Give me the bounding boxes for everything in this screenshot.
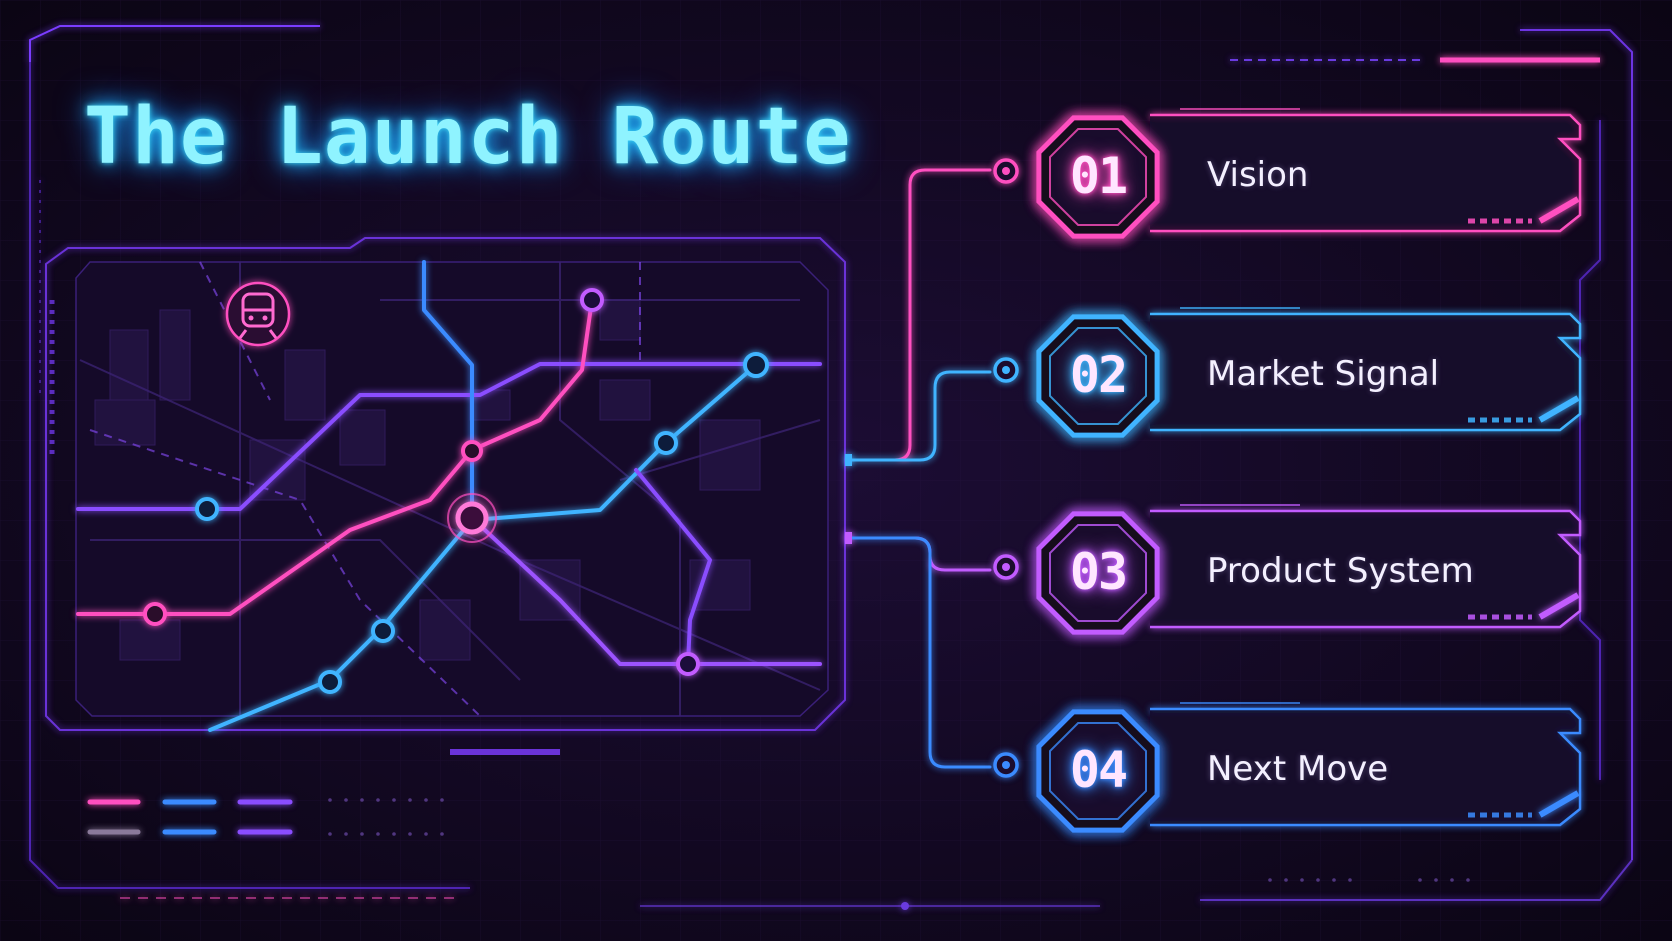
- connector-04: [848, 536, 992, 769]
- steps-layer: [993, 108, 1582, 833]
- step-label-03: Product System: [1207, 551, 1474, 591]
- step-number-03: 03: [1069, 543, 1128, 601]
- step-number-01: 01: [1069, 147, 1128, 205]
- step-node-core-01: [1002, 167, 1010, 175]
- map-panel-outer-frame: [45, 237, 846, 731]
- station-east: [654, 431, 678, 455]
- step-panel-01: [1150, 113, 1582, 233]
- line-violet-branch: [634, 468, 712, 666]
- station-northeast: [743, 352, 769, 378]
- step-panel-corner-02: [1538, 395, 1580, 423]
- step-panel-03: [1150, 509, 1582, 629]
- hud-frame: [29, 25, 1633, 910]
- step-card-03: [993, 504, 1582, 635]
- step-label-01: Vision: [1207, 155, 1309, 195]
- station-southwest: [143, 602, 167, 626]
- step-number-04: 04: [1069, 741, 1128, 799]
- connector-02: [848, 370, 992, 462]
- step-panel-corner-03: [1538, 592, 1580, 620]
- step-label-04: Next Move: [1207, 749, 1389, 789]
- map-panel: [45, 237, 846, 755]
- step-label-02: Market Signal: [1207, 354, 1440, 394]
- step-panel-02: [1150, 312, 1582, 432]
- stations: [143, 288, 769, 694]
- station-south-1: [371, 619, 395, 643]
- line-violet-southeast: [470, 516, 822, 666]
- station-hub-ring: [447, 493, 497, 543]
- step-node-core-02: [1002, 366, 1010, 374]
- step-card-02: [993, 307, 1582, 438]
- map-panel-inner: [75, 261, 829, 717]
- decor-dots: [328, 798, 1470, 882]
- connectors: [845, 168, 992, 769]
- step-badge-inner-01: [1049, 128, 1147, 226]
- step-panel-04: [1150, 707, 1582, 827]
- station-midnorth: [461, 440, 483, 462]
- step-badge-inner-04: [1049, 722, 1147, 820]
- train-icon: [225, 281, 291, 347]
- station-south-2: [318, 670, 342, 694]
- step-panel-corner-01: [1538, 196, 1580, 224]
- step-node-core-04: [1002, 761, 1010, 769]
- station-hub: [455, 501, 489, 535]
- step-card-04: [993, 702, 1582, 833]
- step-number-02: 02: [1069, 346, 1128, 404]
- step-card-01: [993, 108, 1582, 239]
- station-west: [195, 497, 219, 521]
- page-title: The Launch Route: [84, 92, 852, 182]
- step-node-core-03: [1002, 563, 1010, 571]
- step-badge-inner-02: [1049, 327, 1147, 425]
- legend-swatches: [87, 799, 293, 835]
- station-southeast: [676, 652, 700, 676]
- step-panel-corner-04: [1538, 790, 1580, 818]
- station-north: [580, 288, 604, 312]
- line-pink-diagonal: [76, 298, 594, 616]
- step-badge-inner-03: [1049, 524, 1147, 622]
